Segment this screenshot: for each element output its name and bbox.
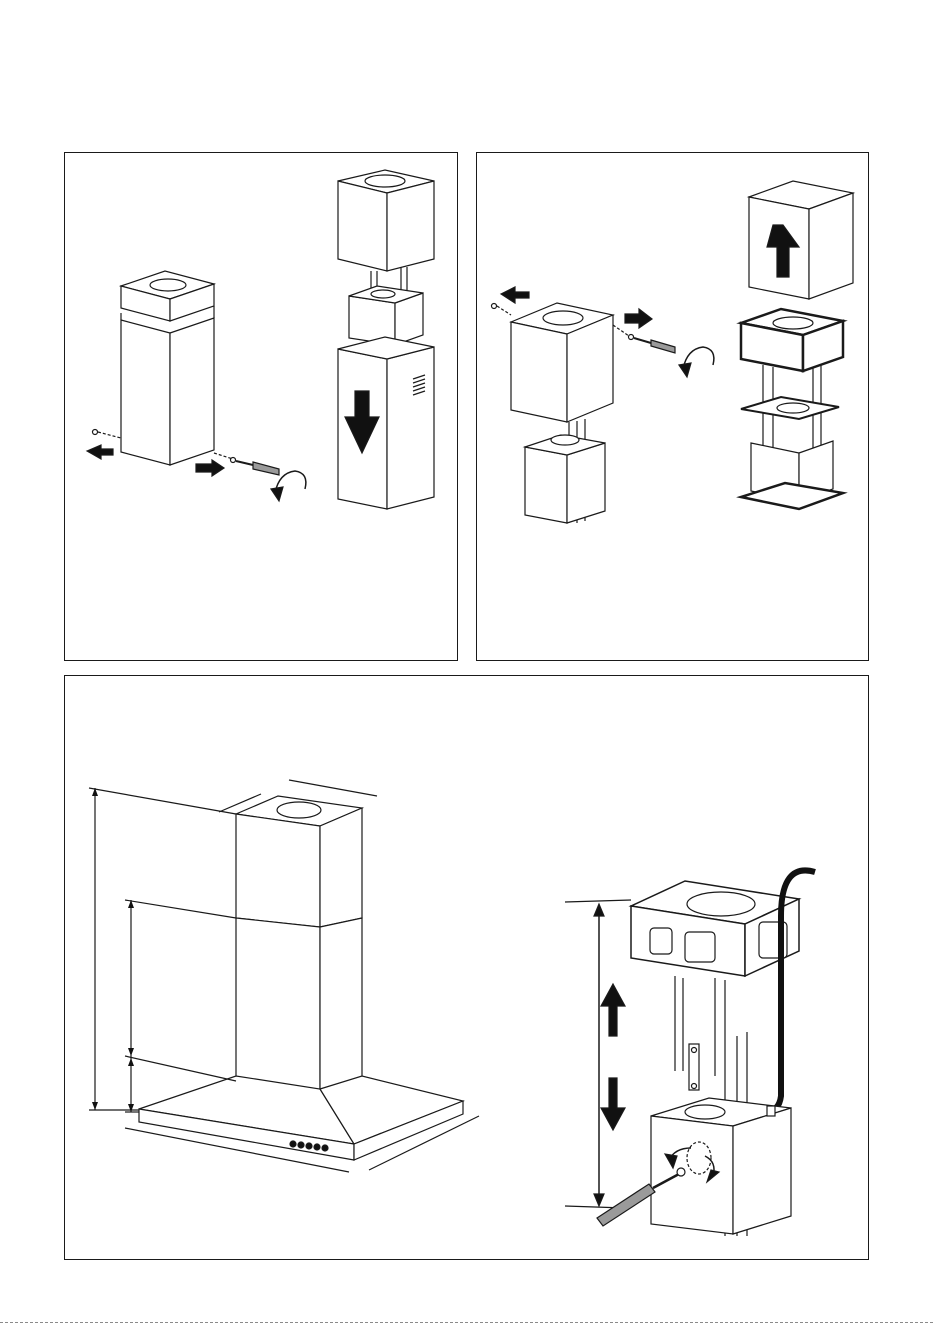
- right-screw-group: [196, 453, 306, 501]
- range-hood: [89, 780, 479, 1172]
- exploded-chimney-assembly: [338, 170, 434, 509]
- height-adjustment-assembly: [565, 870, 815, 1236]
- screw-icon: [231, 458, 236, 463]
- motor-side: [733, 1108, 791, 1234]
- upper-chimney-front: [236, 814, 320, 927]
- control-button: [314, 1144, 320, 1150]
- motor-housing-right: [567, 443, 605, 523]
- left-screw-group: [87, 430, 121, 460]
- sleeve-right: [809, 193, 853, 299]
- panel-dimensions-and-height-adjust: [64, 675, 869, 1260]
- screw-icon: [492, 304, 497, 309]
- cover-right: [567, 315, 613, 422]
- control-button: [298, 1142, 304, 1148]
- screw-icon: [629, 335, 634, 340]
- arrow-right-icon: [625, 309, 652, 328]
- assembly-with-cover: [492, 287, 714, 523]
- screw-icon: [93, 430, 98, 435]
- control-button: [322, 1145, 328, 1151]
- chimney-cover-right: [170, 318, 214, 465]
- screw-icon: [677, 1168, 685, 1176]
- chimney-assembly: [121, 271, 214, 465]
- panel-lift-upper-chimney: [476, 152, 869, 661]
- arrow-left-icon: [87, 445, 113, 459]
- lower-chimney-side: [320, 918, 362, 1094]
- control-button: [306, 1143, 312, 1149]
- figure-remove-lower-chimney: [65, 153, 459, 662]
- chimney-cover-left: [121, 320, 170, 465]
- figure-dimensions-and-height-adjust: [65, 676, 870, 1261]
- duct-hole: [150, 279, 186, 291]
- control-button: [290, 1141, 296, 1147]
- page-bottom-rule: [0, 1322, 933, 1323]
- cover-left: [511, 322, 567, 422]
- arrow-up-icon: [601, 984, 625, 1036]
- upper-chimney-side: [320, 808, 362, 927]
- arrow-right-icon: [196, 460, 224, 476]
- arrow-down-icon: [601, 1078, 625, 1130]
- upper-box-right: [387, 181, 434, 271]
- motor-front: [651, 1116, 733, 1234]
- panel-remove-lower-chimney: [64, 152, 458, 661]
- figure-lift-upper-chimney: [477, 153, 870, 662]
- arrow-left-icon: [501, 287, 529, 303]
- lower-chimney-front: [236, 918, 320, 1094]
- screwdriver-icon: [236, 461, 279, 475]
- screwdriver-icon: [634, 338, 675, 353]
- lower-cover-right: [387, 347, 434, 509]
- duct-hole: [365, 175, 405, 187]
- lifted-sleeve: [749, 181, 853, 299]
- exposed-frame: [741, 309, 843, 509]
- motor-housing-left: [525, 447, 567, 523]
- upper-box-left: [338, 181, 387, 271]
